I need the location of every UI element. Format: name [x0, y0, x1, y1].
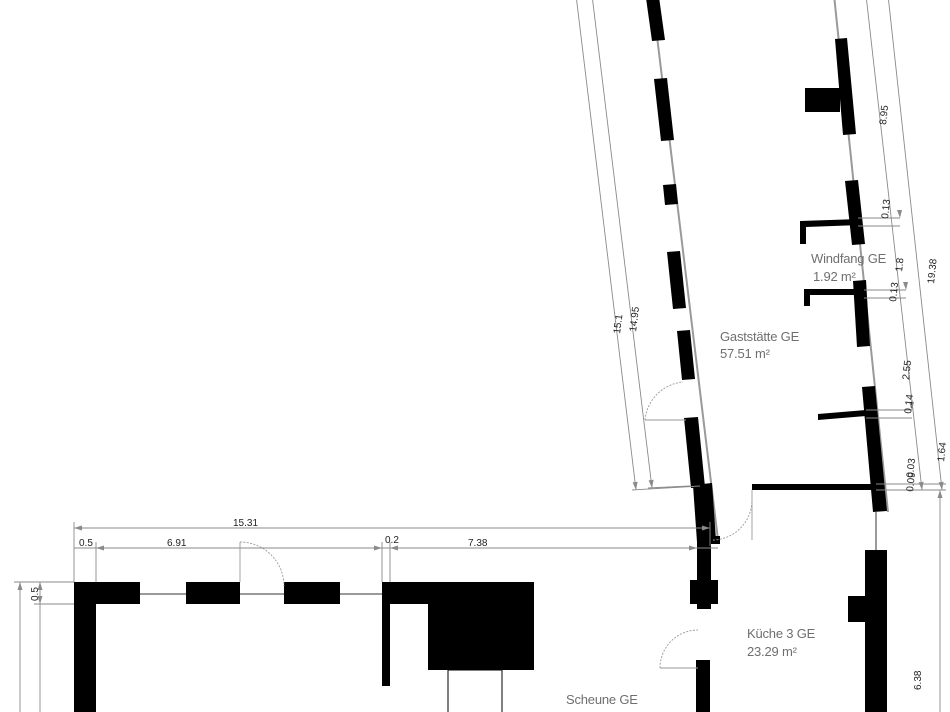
- dim-total-width: 15.31: [233, 518, 258, 529]
- room-windfang-name: Windfang GE: [811, 251, 887, 266]
- room-kueche-area: 23.29 m²: [747, 644, 798, 659]
- scheune-walls: [74, 582, 534, 712]
- dim-upper-right: 8.95: [878, 104, 891, 125]
- dimension-chain-left: [14, 581, 74, 712]
- door-gaststaette: [644, 381, 686, 421]
- room-gaststaette-name: Gaststätte GE: [720, 329, 800, 344]
- dim-inner-length: 14.95: [628, 306, 642, 333]
- dim-outer-length: 15.1: [612, 313, 625, 334]
- kueche-walls: [690, 512, 887, 712]
- dimension-upper-right: [858, 0, 946, 491]
- room-scheune-name: Scheune GE: [566, 692, 638, 707]
- dim-left-vertical: 0.5: [30, 587, 41, 601]
- dim-bottom-right: 1.64: [936, 441, 949, 462]
- door-kueche-top: [712, 490, 753, 541]
- dim-lower-right: 2.55: [901, 359, 914, 380]
- dim-small-a: 0.03: [905, 457, 918, 478]
- gaststaette-right-wall: [752, 0, 889, 513]
- dimension-upper-left: [576, 0, 701, 491]
- dim-wall-c: 0.14: [903, 393, 916, 414]
- dim-kitchen-right: 6.38: [913, 670, 924, 690]
- dim-left-span: 6.91: [167, 538, 187, 549]
- dim-left-offset: 0.5: [79, 538, 93, 549]
- dim-mid-wall: 0.2: [385, 535, 399, 546]
- dim-overall-right: 19.38: [926, 258, 940, 284]
- dim-right-span: 7.38: [468, 538, 488, 549]
- room-kueche-name: Küche 3 GE: [747, 626, 816, 641]
- door-scheune: [239, 541, 285, 587]
- room-windfang-area: 1.92 m²: [813, 269, 857, 284]
- dimension-chain-top: [73, 522, 718, 582]
- door-kueche-left: [659, 629, 699, 669]
- gaststaette-left-wall: [646, 0, 719, 542]
- dim-windfang-depth: 1.8: [894, 257, 906, 272]
- dim-small-b: 0.09: [905, 471, 918, 492]
- room-gaststaette-area: 57.51 m²: [720, 346, 771, 361]
- dimension-kitchen-right: [937, 490, 943, 712]
- dim-wall-b: 0.13: [888, 281, 901, 302]
- dim-wall-a: 0.13: [880, 198, 893, 219]
